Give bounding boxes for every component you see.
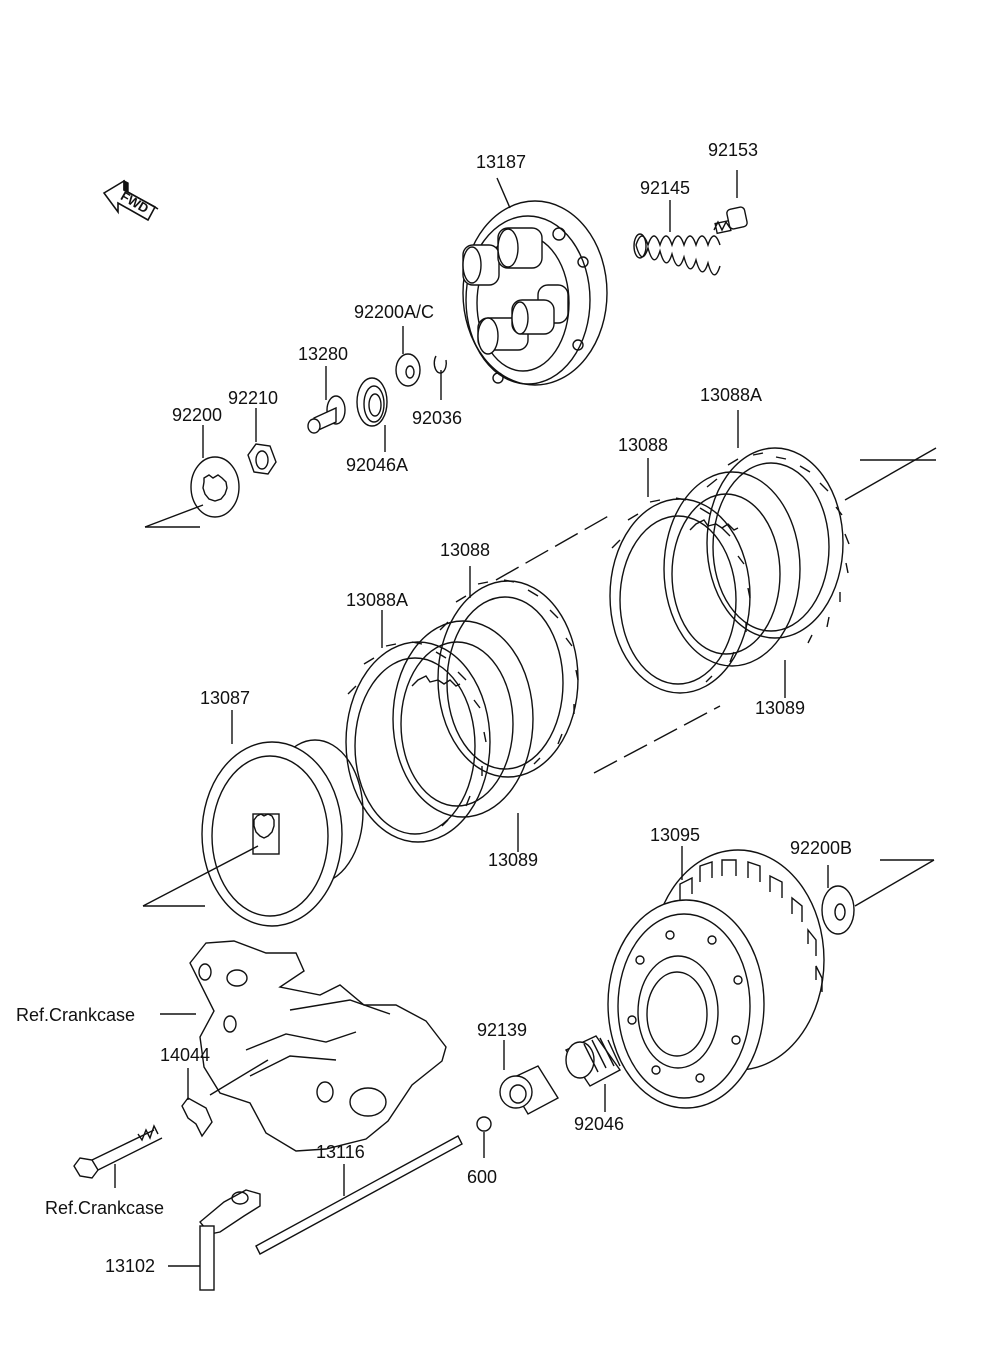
label-13089-left: 13089 xyxy=(488,850,539,870)
label-13088-left: 13088 xyxy=(440,540,491,560)
crankcase-section xyxy=(160,940,447,1152)
washer-92200b xyxy=(821,859,935,935)
label-92200: 92200 xyxy=(172,405,223,425)
label-13187: 13187 xyxy=(476,152,527,172)
pusher-13280 xyxy=(307,366,346,434)
label-92145: 92145 xyxy=(640,178,691,198)
nut-92210 xyxy=(247,408,277,475)
push-rod-13116 xyxy=(255,1135,463,1255)
label-92139: 92139 xyxy=(477,1020,528,1040)
label-92200b: 92200B xyxy=(790,838,853,858)
circlip-92036 xyxy=(433,355,447,400)
label-13102: 13102 xyxy=(105,1256,156,1276)
label-92210: 92210 xyxy=(228,388,279,408)
bracket-14044 xyxy=(181,1059,269,1138)
label-13087: 13087 xyxy=(200,688,251,708)
bolt-92153 xyxy=(713,170,748,235)
clutch-hub-13087 xyxy=(142,710,364,927)
needle-bearing-92046 xyxy=(564,1035,622,1112)
label-92046a: 92046A xyxy=(346,455,409,475)
label-13088a-left: 13088A xyxy=(346,590,409,610)
clutch-housing-13095 xyxy=(607,846,825,1109)
release-shaft-13102 xyxy=(168,1189,261,1291)
friction-plate-13088-right xyxy=(609,458,751,694)
label-14044: 14044 xyxy=(160,1045,211,1065)
friction-plate-13088a-right xyxy=(706,410,937,644)
fwd-arrow-icon: FWD xyxy=(102,179,159,222)
label-13088-right: 13088 xyxy=(618,435,669,455)
label-13089-right: 13089 xyxy=(755,698,806,718)
label-92036: 92036 xyxy=(412,408,463,428)
label-13280: 13280 xyxy=(298,344,349,364)
label-ref-crankcase-upper: Ref.Crankcase xyxy=(16,1005,136,1025)
label-600: 600 xyxy=(467,1167,498,1187)
pressure-plate-13187 xyxy=(462,177,608,386)
crankcase-bolt xyxy=(73,1124,163,1188)
needle-bearing-92046a xyxy=(356,377,388,452)
steel-plate-13089-left xyxy=(392,620,534,852)
label-13088a-right: 13088A xyxy=(700,385,763,405)
washer-92200 xyxy=(144,425,240,528)
spring-92145 xyxy=(633,200,721,276)
washer-92200ac xyxy=(395,326,421,387)
label-13116: 13116 xyxy=(316,1142,365,1162)
sleeve-92139 xyxy=(499,1040,559,1115)
label-13095: 13095 xyxy=(650,825,701,845)
label-ref-crankcase-lower: Ref.Crankcase xyxy=(45,1198,165,1218)
label-92200ac: 92200A/C xyxy=(354,302,435,322)
friction-plate-13088a-left xyxy=(345,610,491,843)
friction-plate-13088-left xyxy=(437,566,579,778)
label-92153: 92153 xyxy=(708,140,759,160)
ball-600 xyxy=(476,1116,492,1158)
label-92046: 92046 xyxy=(574,1114,625,1134)
steel-plate-13089-right xyxy=(663,471,801,698)
